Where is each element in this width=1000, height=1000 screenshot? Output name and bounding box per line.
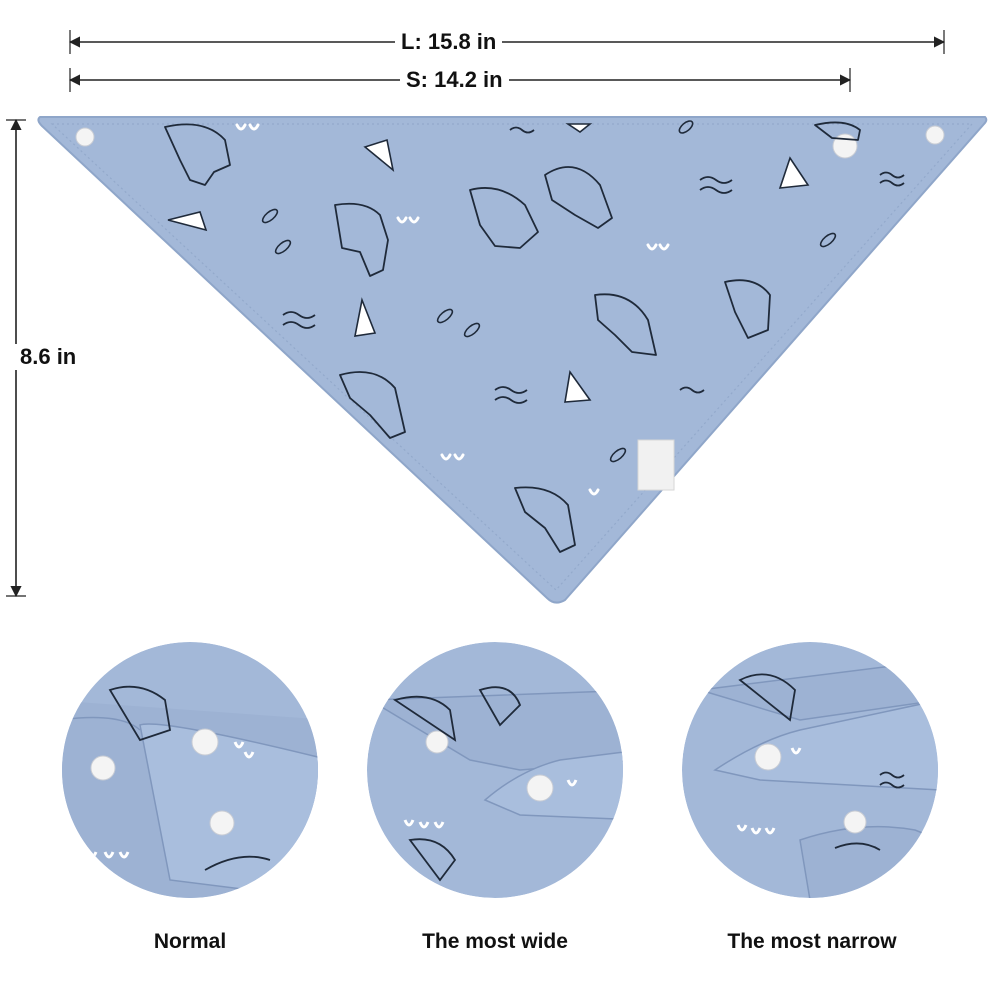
detail-normal — [62, 642, 318, 898]
detail-most-narrow — [682, 642, 938, 898]
snap-button-left — [75, 127, 95, 147]
care-label-tag — [637, 439, 675, 491]
bear-pattern — [164, 121, 861, 553]
mountain-pattern — [167, 123, 810, 403]
caption-most-wide: The most wide — [422, 930, 568, 953]
dimension-length-long — [68, 30, 946, 54]
wave-pattern — [282, 126, 905, 404]
height-label: 8.6 in — [14, 344, 83, 370]
bandana-bib — [37, 116, 988, 604]
fish-pattern — [261, 120, 837, 463]
snap-button-right-2 — [925, 125, 945, 145]
length-short-label: S: 14.2 in — [400, 67, 509, 93]
detail-most-wide — [367, 642, 623, 898]
caption-normal: Normal — [153, 930, 227, 953]
splash-pattern — [235, 123, 670, 496]
caption-most-narrow: The most narrow — [727, 930, 897, 953]
length-long-label: L: 15.8 in — [395, 29, 503, 55]
